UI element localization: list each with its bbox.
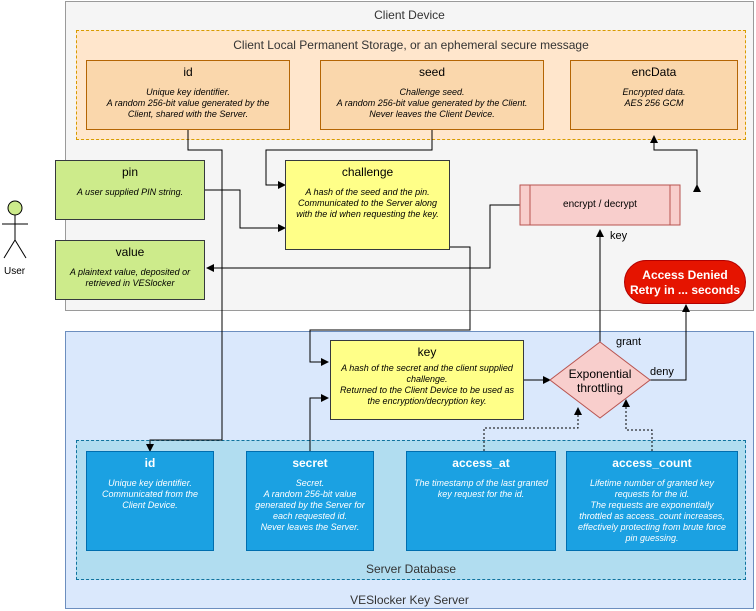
value-title: value xyxy=(115,245,145,259)
key-box: key A hash of the secret and the client … xyxy=(330,340,524,420)
server-id-box: id Unique key identifier. Communicated f… xyxy=(86,451,214,551)
server-id-desc: Unique key identifier. Communicated from… xyxy=(101,478,199,510)
access-at-desc: The timestamp of the last granted key re… xyxy=(413,478,549,499)
server-database-title: Server Database xyxy=(365,562,457,576)
access-denied-box: Access Denied Retry in ... seconds xyxy=(624,260,746,304)
client-id-title: id xyxy=(183,65,193,79)
throttle-label: Exponential throttling xyxy=(568,367,632,395)
seed-box: seed Challenge seed. A random 256-bit va… xyxy=(320,60,544,130)
edge-seed-to-challenge xyxy=(265,130,433,189)
edge-accessat-to-throttle xyxy=(483,407,582,451)
key-title: key xyxy=(417,345,437,359)
deny-label: deny xyxy=(650,366,674,378)
edge-secret-to-key xyxy=(309,394,329,451)
pin-desc: A user supplied PIN string. xyxy=(76,187,184,197)
server-title: VESlocker Key Server xyxy=(350,593,469,607)
edge-encrypt-to-value xyxy=(206,201,527,272)
user-icon xyxy=(2,200,28,259)
secret-title: secret xyxy=(292,456,328,470)
access-count-title: access_count xyxy=(612,456,692,470)
access-at-title: access_at xyxy=(452,456,510,470)
client-id-box: id Unique key identifier. A random 256-b… xyxy=(86,60,290,130)
encdata-box: encData Encrypted data. AES 256 GCM xyxy=(570,60,738,130)
pin-box: pin A user supplied PIN string. xyxy=(55,160,205,220)
key-desc: A hash of the secret and the client supp… xyxy=(339,363,515,406)
user-label: User xyxy=(4,266,26,277)
encdata-desc: Encrypted data. AES 256 GCM xyxy=(622,87,686,108)
pin-title: pin xyxy=(121,165,138,179)
secret-box: secret Secret. A random 256-bit value ge… xyxy=(246,451,374,551)
edge-pin-to-challenge xyxy=(205,189,286,232)
challenge-box: challenge A hash of the seed and the pin… xyxy=(285,160,450,250)
challenge-desc: A hash of the seed and the pin. Communic… xyxy=(296,187,439,219)
throttle-diamond xyxy=(549,341,651,419)
value-box: value A plaintext value, deposited or re… xyxy=(55,240,205,300)
edge-encrypt-to-encdata xyxy=(650,135,701,192)
server-id-title: id xyxy=(144,456,156,470)
access-at-box: access_at The timestamp of the last gran… xyxy=(406,451,556,551)
edge-accesscount-to-throttle xyxy=(622,399,653,451)
edge-id-to-server-id xyxy=(146,130,223,452)
client-id-desc: Unique key identifier. A random 256-bit … xyxy=(106,87,270,119)
value-desc: A plaintext value, deposited or retrieve… xyxy=(69,267,191,288)
challenge-title: challenge xyxy=(341,165,394,179)
encdata-title: encData xyxy=(631,65,677,79)
seed-desc: Challenge seed. A random 256-bit value g… xyxy=(336,87,528,119)
access-count-box: access_count Lifetime number of granted … xyxy=(566,451,738,551)
edge-deny-to-denied xyxy=(650,304,690,381)
encrypt-label: encrypt / decrypt xyxy=(563,199,637,210)
seed-title: seed xyxy=(418,65,446,79)
encrypt-box xyxy=(519,184,681,226)
client-storage-title: Client Local Permanent Storage, or an ep… xyxy=(233,38,589,52)
client-device-title: Client Device xyxy=(374,8,445,22)
access-count-desc: Lifetime number of granted key requests … xyxy=(577,478,727,543)
secret-desc: Secret. A random 256-bit value generated… xyxy=(255,478,365,532)
grant-label: grant xyxy=(616,336,642,348)
key-edge-label: key xyxy=(610,230,628,242)
